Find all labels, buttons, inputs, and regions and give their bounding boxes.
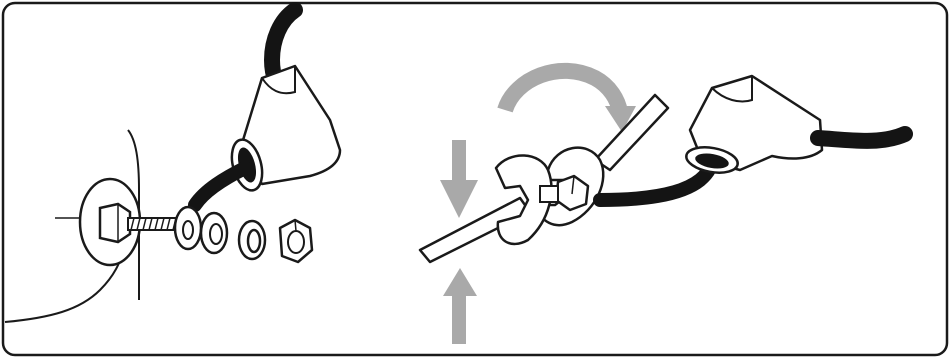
terminal-hex <box>100 204 130 242</box>
flat-washer <box>239 221 265 259</box>
lock-washer <box>201 213 227 253</box>
figure-frame <box>3 3 947 355</box>
hex-nut <box>280 220 312 262</box>
ring-terminal <box>175 207 201 249</box>
cable-exit <box>818 134 905 141</box>
